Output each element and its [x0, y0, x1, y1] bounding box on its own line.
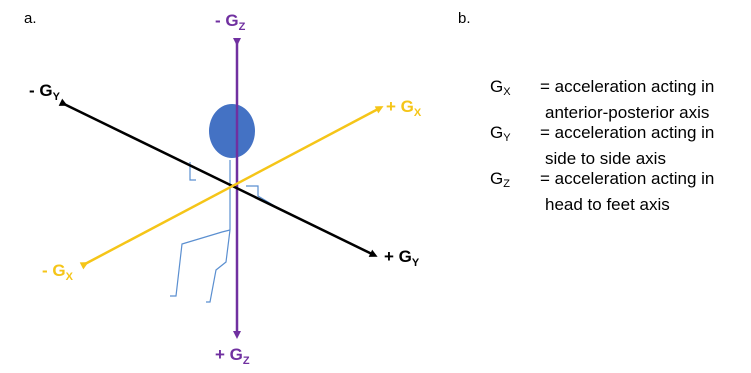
neg-gz-label: - GZ: [215, 11, 246, 33]
neg-gx-label: - GX: [42, 261, 74, 283]
panel-b-label: b.: [458, 10, 471, 27]
legend-text: = acceleration acting in: [540, 123, 715, 142]
legend-text-continued: head to feet axis: [545, 194, 670, 214]
legend-text: = acceleration acting in: [540, 169, 715, 188]
figure-right-leg: [206, 229, 231, 303]
legend-symbol: GX: [490, 77, 511, 98]
legend-symbol: GZ: [490, 169, 510, 190]
figure-left-leg: [170, 229, 231, 297]
pos-gy-label: + GY: [384, 247, 420, 269]
pos-gz-label: + GZ: [215, 345, 250, 367]
legend-symbol: GY: [490, 123, 511, 144]
legend-item-gx: GX = acceleration acting in: [490, 77, 714, 103]
panel-a-label: a.: [24, 10, 37, 27]
legend-text: = acceleration acting in: [540, 77, 715, 96]
legend-item-gy: GY = acceleration acting in: [490, 123, 714, 149]
legend-item-gz: GZ = acceleration acting in: [490, 169, 714, 195]
gx-axis-line: [79, 106, 384, 270]
neg-gy-label: - GY: [29, 81, 61, 103]
axis-legend: GX = acceleration acting in anterior-pos…: [490, 77, 714, 215]
legend-text-continued: side to side axis: [545, 148, 666, 168]
legend-text-continued: anterior-posterior axis: [545, 102, 710, 122]
figure-head: [209, 104, 255, 158]
pos-gx-label: + GX: [386, 97, 422, 119]
